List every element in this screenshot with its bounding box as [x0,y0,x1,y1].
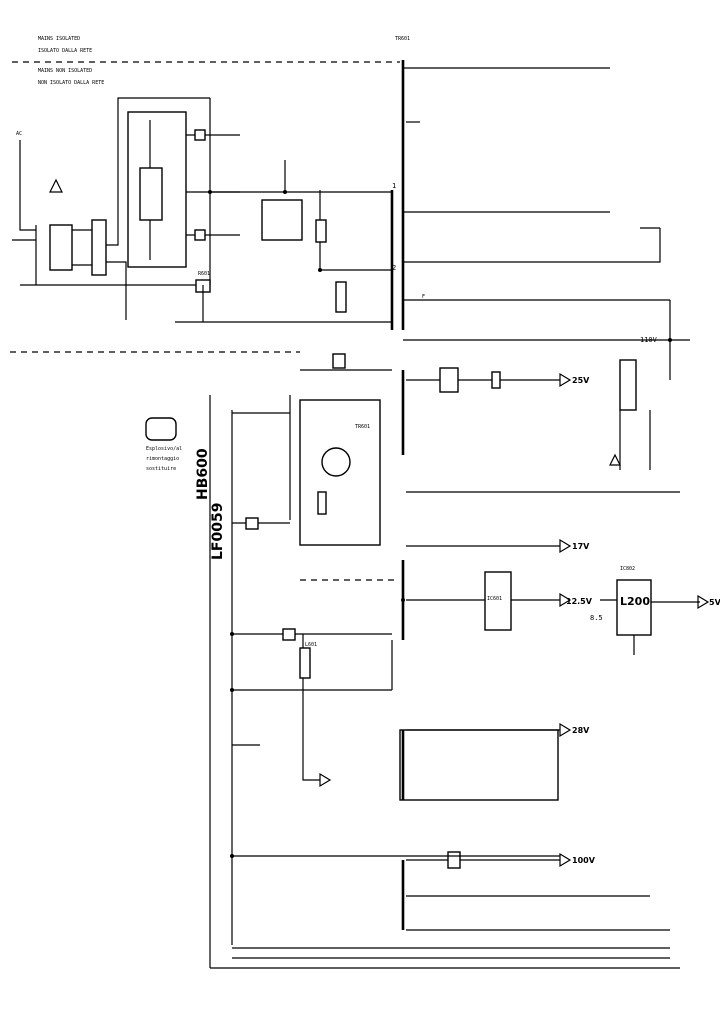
line-filter [49,224,73,271]
output-12-5v: 12.5V [566,597,593,606]
ic-left [484,571,512,631]
output-5v: 5V [709,598,720,607]
legend-caption: Esplosivo/al [146,446,182,452]
regulator-ref: IC802 [620,566,635,572]
legend: Esplosivo/al rimontaggio sostituire [145,417,182,472]
fuse-block [91,219,107,276]
note-mains-non-isolated: MAINS NON ISOLATED [38,68,92,74]
legend-line3: sostituire [146,466,176,472]
warning-triangle-icon [49,178,63,193]
ac-label: AC [16,131,22,137]
board-model: HB600 [195,448,211,500]
secondary-outputs: 25V 17V IC601 12.5V L200 IC802 5V 8.5 28… [399,67,720,931]
output-110v: 110V [640,336,658,344]
legend-symbol [145,417,177,441]
output-100v: 100V [572,856,596,865]
note-isolato: ISOLATO DALLA RETE [38,48,92,54]
board-code-group: LF0059 [210,503,226,560]
left-bus: L601 [209,395,680,969]
output-25v: 25V [572,376,590,385]
warning-triangle-icon [609,453,621,466]
c-bulk [261,199,303,241]
coil-label: L601 [305,642,317,648]
board-code: LF0059 [210,503,226,560]
output-28v: 28V [572,726,590,735]
ptc-thermistor [139,167,163,221]
transformer-label: TR601 [395,36,410,42]
chopper-transistor [321,447,351,477]
bridge-diodes: R601 [186,98,240,293]
board-id: HB600 [195,448,211,500]
coil-l601 [299,647,311,679]
junction-dots [208,190,672,858]
regulator-label: L200 [620,595,650,608]
filter-28v [399,729,559,801]
switching-frame [299,399,381,546]
r-start [335,281,347,313]
pin-1: 1 [392,182,396,190]
regulator-l200 [616,579,652,636]
right-aux: 110V [609,227,690,470]
legend-line2: rimontaggio [146,456,179,462]
pin-f: F [422,294,425,300]
output-17v: 17V [572,542,590,551]
note-non-isolato: NON ISOLATO DALLA RETE [38,80,104,86]
isolation-notes: MAINS ISOLATED ISOLATO DALLA RETE MAINS … [10,36,400,581]
transformer: TR601 1 2 F [390,36,425,930]
ic-left-label: IC601 [487,596,502,602]
primary-rail [175,160,392,323]
r-fuse-label: R601 [198,271,210,277]
pin-2: 2 [392,264,396,272]
switching-section: TR601 [289,353,392,546]
degauss-block [127,111,187,268]
output-8-5: 8.5 [590,614,603,622]
degauss-frame [127,111,187,268]
ac-input-section: AC [12,97,210,320]
chopper-label: TR601 [355,424,370,430]
note-mains-isolated: MAINS ISOLATED [38,36,80,42]
